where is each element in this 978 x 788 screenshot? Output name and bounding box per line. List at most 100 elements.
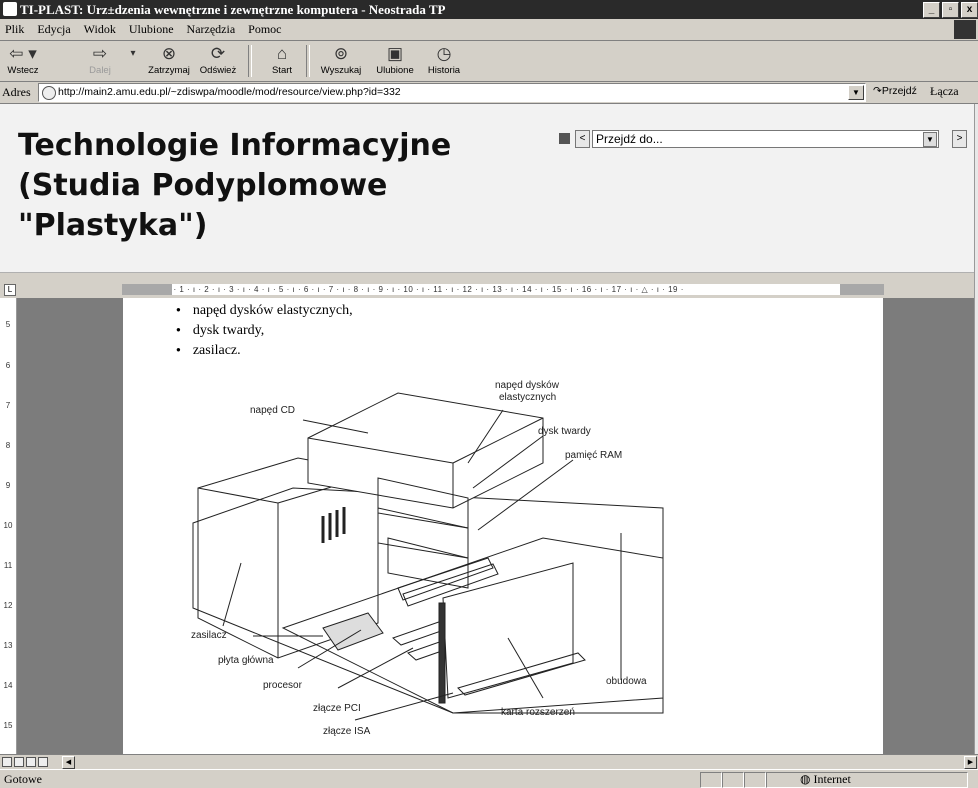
resource-icon [559,133,570,144]
expansion-card [442,562,574,699]
horizontal-scrollbar[interactable]: ◀ ▶ [0,754,978,769]
refresh-icon: ⟳ [210,44,226,63]
forward-dropdown[interactable]: ▾ [128,43,138,65]
globe-icon: ◍ [800,772,814,786]
left-margin-marker[interactable] [122,284,172,295]
vruler-mark: 10 [3,521,13,530]
vruler-mark: 9 [5,481,11,490]
window-controls: _ ▫ x [923,2,978,18]
normal-view-icon[interactable] [2,757,12,767]
vruler-mark: 12 [3,601,13,610]
web-view-icon[interactable] [14,757,24,767]
favorites-label: Ulubione [376,65,414,76]
status-cell [722,772,744,788]
label-floppy-line2: elastycznych [499,392,556,403]
home-label: Start [271,65,293,76]
drive-edge [452,417,544,464]
address-dropdown-chevron-down-icon[interactable]: ▼ [848,85,864,100]
menu-view[interactable]: Widok [83,22,116,36]
ie-logo-icon [3,2,17,16]
links-button[interactable]: Łącza [930,84,959,98]
chevron-down-icon: ▼ [923,132,937,147]
forward-arrow-icon: ⇨ [92,44,108,63]
list-item: napęd dysków elastycznych, [176,300,353,320]
back-label: Wstecz [7,65,39,76]
status-bar: Gotowe ◍ Internet [0,769,978,788]
prev-resource-button[interactable]: < [575,130,590,148]
label-case: obudowa [606,676,647,687]
print-view-icon[interactable] [26,757,36,767]
home-icon: ⌂ [276,44,288,63]
search-label: Wyszukaj [320,65,362,76]
forward-label: Dalej [89,65,111,76]
label-motherboard: płyta główna [218,655,274,666]
label-floppy-line1: napęd dysków [495,380,560,391]
vruler-mark: 5 [5,320,11,329]
course-header: Technologie Informacyjne (Studia Podyplo… [0,104,974,273]
cpu [322,612,384,651]
stop-button[interactable]: ⊗ Zatrzymaj [143,43,195,76]
menu-help[interactable]: Pomoc [248,22,282,36]
search-icon: ⊚ [333,44,349,63]
vruler-mark: 13 [3,641,13,650]
back-arrow-icon: ⇦ ▾ [9,44,37,63]
jump-to-select[interactable]: Przejdź do... ▼ [592,130,939,148]
back-button[interactable]: ⇦ ▾ Wstecz [3,43,43,76]
go-button[interactable]: ↷Przejdź [873,85,917,97]
tab-stop-selector[interactable]: L [4,284,16,296]
label-expansion-card: karta rozszerzeń [501,707,575,718]
menu-tools[interactable]: Narzędzia [186,22,236,36]
outline-view-icon[interactable] [38,757,48,767]
vruler-mark: 15 [3,721,13,730]
toolbar-separator [248,45,252,77]
window-title-bar: TI-PLAST: Urz±dzenia wewnętrzne i zewnęt… [0,0,978,19]
address-bar: Adres http://main2.amu.edu.pl/~zdiswpa/m… [0,82,978,104]
vertical-ruler: 5 6 7 8 9 10 11 12 13 14 15 [0,298,17,754]
vruler-mark: 6 [5,361,11,370]
label-isa: złącze ISA [323,726,371,737]
home-button[interactable]: ⌂ Start [262,43,302,76]
list-item: zasilacz. [176,340,353,360]
search-button[interactable]: ⊚ Wyszukaj [316,43,366,76]
menu-bar: Plik Edycja Widok Ulubione Narzędzia Pom… [0,19,978,41]
ruler-scale: · 1 · ı · ▽ · ı · 1 · ı · 2 · ı · 3 · ı … [122,284,884,295]
ram-modules [397,557,499,607]
document-area: napęd dysków elastycznych, dysk twardy, … [17,298,974,754]
menu-edit[interactable]: Edycja [37,22,71,36]
close-button[interactable]: x [961,2,978,18]
next-resource-button[interactable]: > [952,130,967,148]
vruler-mark: 7 [5,401,11,410]
scroll-left-icon[interactable]: ◀ [62,756,75,769]
status-text: Gotowe [4,772,42,786]
forward-button[interactable]: ⇨ Dalej [80,43,120,76]
minimize-button[interactable]: _ [923,2,940,18]
status-zone-cell [766,772,968,788]
label-hdd: dysk twardy [538,426,591,437]
right-margin-marker[interactable] [840,284,884,295]
psu-vents [321,507,346,543]
page-icon [42,86,56,100]
stop-label: Zatrzymaj [148,65,190,76]
label-cpu: procesor [263,680,303,691]
window-title: TI-PLAST: Urz±dzenia wewnętrzne i zewnęt… [20,2,446,17]
maximize-button[interactable]: ▫ [942,2,959,18]
history-label: Historia [427,65,461,76]
status-cell [744,772,766,788]
windows-throbber-icon [954,20,976,39]
scroll-right-icon[interactable]: ▶ [964,756,977,769]
address-input[interactable]: http://main2.amu.edu.pl/~zdiswpa/moodle/… [38,83,866,102]
history-button[interactable]: ◷ Historia [424,43,464,76]
address-label: Adres [2,85,31,99]
vruler-mark: 11 [3,561,13,570]
vertical-scrollbar[interactable] [974,104,978,754]
favorites-button[interactable]: ▣ Ulubione [369,43,421,76]
internet-zone: ◍ Internet [800,772,851,787]
chevron-down-icon: ▾ [130,48,136,59]
go-label: Przejdź [881,85,917,97]
status-cell [700,772,722,788]
menu-favorites[interactable]: Ulubione [128,22,174,36]
menu-file[interactable]: Plik [5,22,25,36]
toolbar-separator [306,45,310,77]
lower-bay [387,537,469,589]
refresh-button[interactable]: ⟳ Odśwież [198,43,238,76]
